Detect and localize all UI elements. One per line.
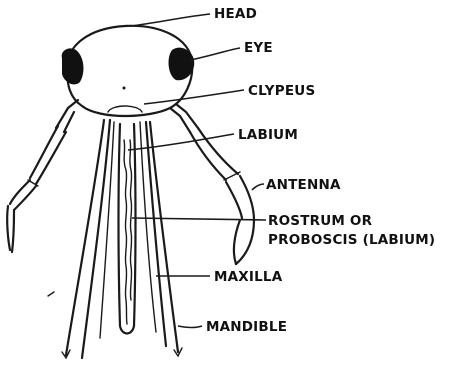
mandible-leader-line (178, 326, 202, 328)
label-rostrum-line2: PROBOSCIS (LABIUM) (268, 232, 435, 248)
labium-leader-line (128, 134, 234, 150)
mouthparts (62, 120, 182, 358)
rostrum-leader-line (132, 218, 266, 220)
left-eye-icon (62, 48, 84, 84)
clypeus-leader-line (144, 90, 244, 104)
label-labium: LABIUM (238, 127, 298, 143)
head-leader-line (132, 14, 210, 26)
stray-mark (48, 292, 54, 296)
label-rostrum-line1: ROSTRUM OR (268, 213, 373, 229)
label-eye: EYE (244, 40, 273, 56)
label-mandible: MANDIBLE (206, 319, 287, 335)
label-maxilla: MAXILLA (214, 269, 283, 285)
label-antenna: ANTENNA (266, 177, 341, 193)
eye-leader-line (190, 48, 240, 60)
label-clypeus: CLYPEUS (248, 83, 315, 99)
antenna-leader-line (252, 184, 264, 190)
left-antenna (7, 100, 78, 252)
label-head: HEAD (214, 6, 257, 22)
